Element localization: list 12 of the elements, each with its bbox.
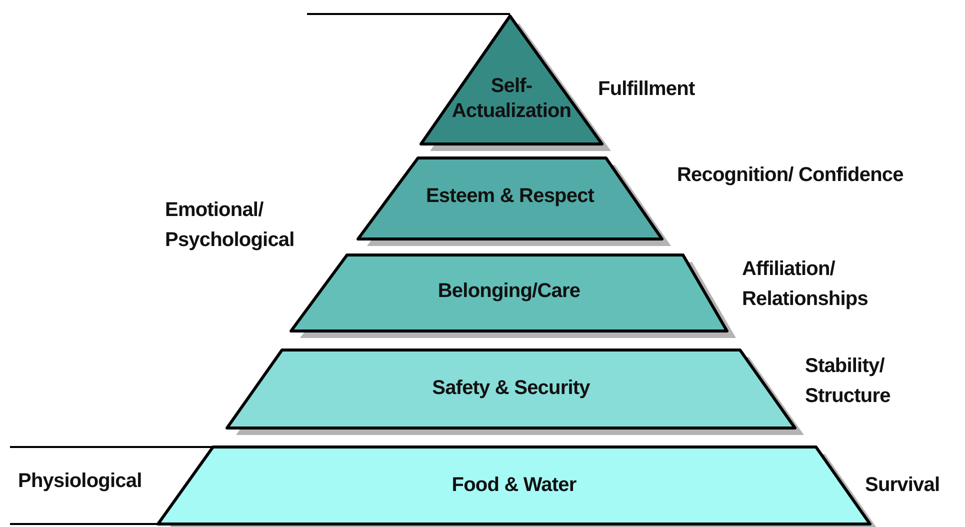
tier-label: Self- Actualization — [450, 74, 572, 124]
tier-label: Esteem & Respect — [424, 184, 596, 209]
side-label: Stability/ Structure — [805, 354, 892, 409]
side-label: Fulfillment — [598, 77, 696, 102]
side-label: Affiliation/ Relationships — [742, 257, 869, 312]
tier-label: Food & Water — [450, 473, 578, 498]
side-label: Physiological — [18, 469, 143, 494]
side-label: Emotional/ Psychological — [165, 198, 296, 253]
tier-label: Safety & Security — [431, 376, 591, 401]
tier-label: Belonging/Care — [436, 279, 582, 304]
side-label: Recognition/ Confidence — [677, 163, 904, 188]
side-label: Survival — [865, 473, 941, 498]
